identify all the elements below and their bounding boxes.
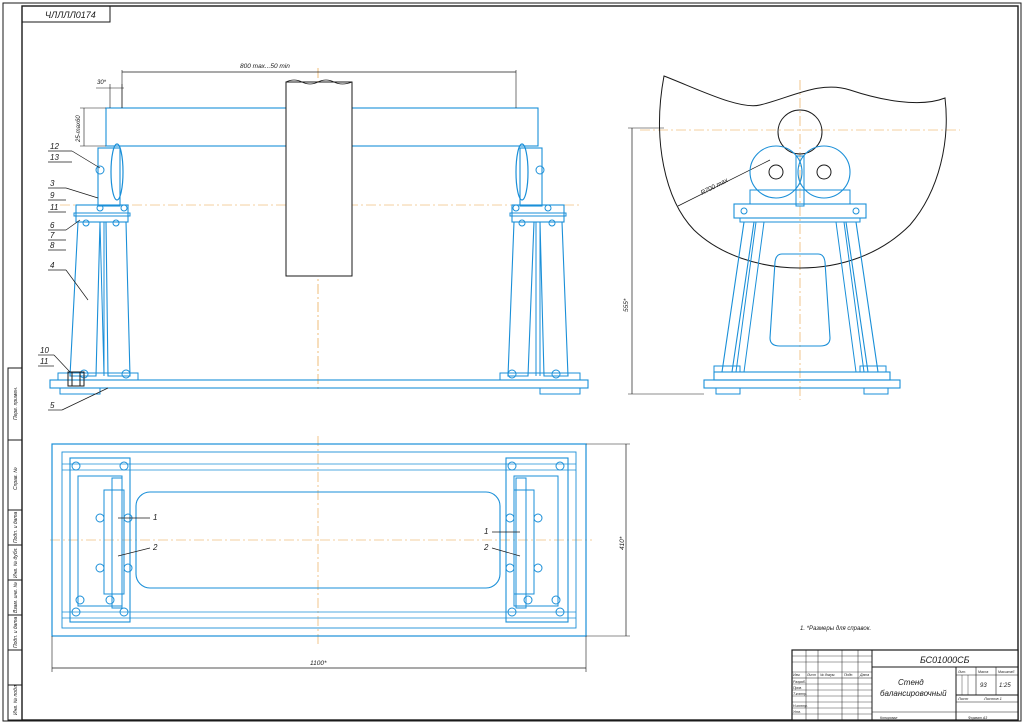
- shaft-section: [777, 109, 823, 155]
- dim-small-text: 30*: [97, 80, 107, 86]
- callout-4: 4: [50, 261, 55, 270]
- dim-height-small-text: 25-max60: [76, 115, 82, 143]
- tb-role-utv: Утв.: [793, 710, 801, 714]
- strip-label-1: Перв. примен.: [13, 387, 19, 420]
- tb-row-izm: Изм.: [793, 673, 800, 677]
- tb-format: Формат A3: [968, 716, 987, 720]
- tb-row-doc: № докум.: [820, 673, 835, 677]
- doc-code-box: ЧЛЛЛЛ0174: [21, 5, 111, 23]
- tb-scale: 1:25: [999, 683, 1011, 689]
- left-roller: [110, 143, 124, 201]
- callout-11a: 11: [50, 203, 58, 212]
- title-block: Изм. Лист № докум. Подп. Дата Разраб. Пр…: [791, 649, 1019, 721]
- callout-3: 3: [50, 179, 55, 188]
- tb-copied: Копировал: [880, 716, 897, 720]
- right-roller: [515, 143, 529, 201]
- tb-role-prov: Пров.: [793, 686, 802, 690]
- left-support: [69, 143, 131, 379]
- dim-length-text: 1100*: [310, 660, 327, 667]
- tb-name-2: балансировочный: [880, 689, 947, 698]
- callout-6: 6: [50, 221, 55, 230]
- callout-10: 10: [40, 346, 49, 355]
- tb-role-tkontr: Т.контр.: [793, 692, 807, 696]
- strip-label-4: Инв. № дубл.: [13, 547, 19, 578]
- tb-col-mass: Масса: [978, 670, 988, 674]
- tb-row-list: Лист: [806, 673, 816, 677]
- side-window: [769, 253, 831, 347]
- strip-label-6: Подп. и дата: [13, 616, 19, 648]
- top-base-plate: [51, 443, 587, 637]
- tb-col-scale: Масштаб: [998, 670, 1015, 674]
- note-text: 1. *Размеры для справок.: [800, 626, 871, 632]
- base-plate: [49, 379, 589, 389]
- callout-5: 5: [50, 401, 55, 410]
- callout-11b: 11: [40, 357, 48, 366]
- callout-7: 7: [50, 231, 55, 240]
- dim-width-text: 800 max...50 min: [240, 63, 290, 70]
- dim-radius-text: R700 max: [700, 177, 730, 197]
- side-view: R700 max 555*: [623, 75, 960, 400]
- doc-code-text: ЧЛЛЛЛ0174: [45, 10, 96, 20]
- strip-label-7: Инв. № подл.: [13, 684, 19, 715]
- side-roller-right: [797, 145, 851, 199]
- front-callouts: [38, 150, 109, 411]
- strip-label-5: Взам. инв. №: [13, 581, 19, 613]
- inner-frame: [21, 5, 1019, 721]
- tb-role-nkontr: Н.контр.: [793, 704, 808, 708]
- front-view: 800 max...50 min 30* 25-max60 12 13 3: [38, 63, 589, 411]
- tb-row-podp: Подп.: [844, 673, 853, 677]
- top-view: 1 2 1 2 1100* 410*: [50, 436, 630, 672]
- strip-label-3: Подп. и дата: [13, 511, 19, 543]
- top-cutout: [135, 491, 501, 589]
- callout-12: 12: [50, 142, 59, 151]
- top-callout-2-left: 2: [152, 543, 158, 552]
- top-callout-1-right: 1: [484, 527, 488, 536]
- tb-col-lit: Лит.: [957, 670, 966, 674]
- right-support: [507, 143, 569, 379]
- tb-name-1: Стенд: [898, 678, 924, 687]
- tb-row-date: Дата: [859, 673, 869, 677]
- strip-label-2: Справ. №: [13, 467, 19, 490]
- callout-8: 8: [50, 241, 55, 250]
- tb-sheet: Лист: [957, 696, 969, 701]
- side-strip: Перв. примен. Справ. № Подп. и дата Инв.…: [7, 367, 23, 721]
- callout-13: 13: [50, 153, 59, 162]
- tb-mass: 93: [980, 683, 987, 689]
- side-roller-left: [749, 145, 803, 199]
- top-callout-1-left: 1: [153, 513, 157, 522]
- dim-height-text: 555*: [623, 298, 630, 312]
- callout-9: 9: [50, 191, 55, 200]
- tb-role-razrab: Разраб.: [793, 680, 806, 684]
- tb-sheets: Листов 1: [983, 696, 1002, 701]
- rotor-outline: [659, 75, 947, 269]
- tb-designation: БС01000СБ: [920, 655, 970, 665]
- dim-width-top-text: 410*: [619, 536, 626, 550]
- top-callout-2-right: 2: [483, 543, 489, 552]
- rotor-part: [285, 81, 353, 277]
